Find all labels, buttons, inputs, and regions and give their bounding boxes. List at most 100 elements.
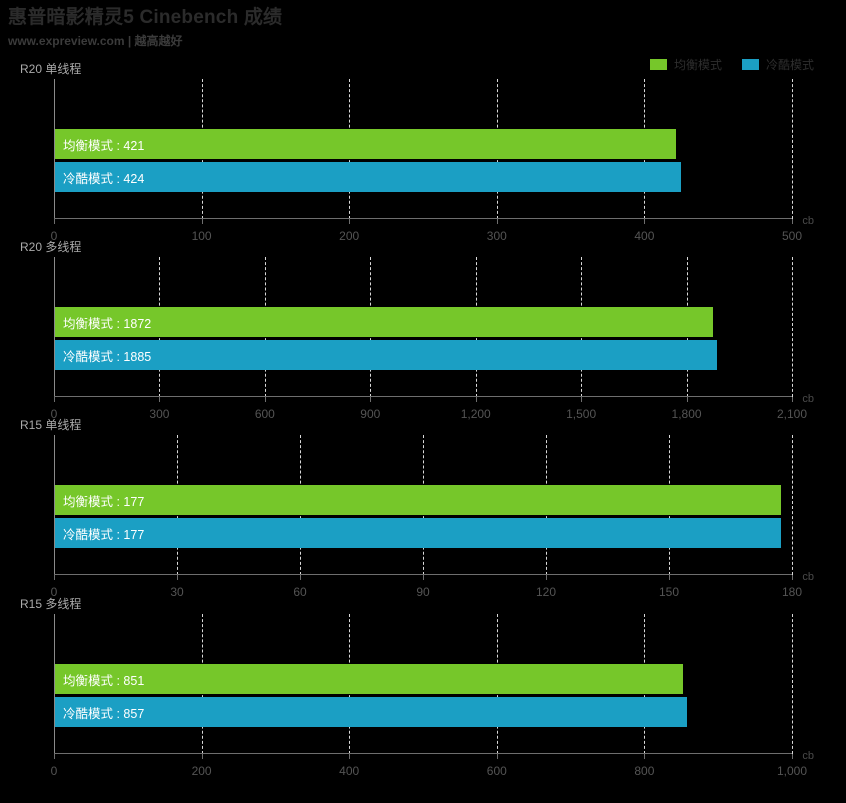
axis-tick — [792, 575, 793, 580]
axis-tick-label: 1,200 — [460, 407, 491, 421]
bar-value-label: 冷酷模式 : 424 — [63, 171, 145, 186]
axis-tick-label: 300 — [486, 229, 507, 243]
axis-unit-label: cb — [802, 215, 814, 227]
bar-value-label: 均衡模式 : 177 — [63, 494, 145, 509]
bar[interactable]: 冷酷模式 : 1885 — [55, 340, 718, 370]
gridline — [792, 257, 793, 397]
bar[interactable]: 冷酷模式 : 177 — [55, 518, 781, 548]
axis-unit-label: cb — [802, 571, 814, 583]
gridline — [792, 614, 793, 754]
page-title: 惠普暗影精灵5 Cinebench 成绩 — [8, 7, 283, 28]
plot-area: 0 100 200 300 400 500 cb 均衡模式 : 421 冷酷模式 : 424 — [51, 79, 814, 243]
axis-tick — [686, 397, 688, 402]
axis-tick-label: 120 — [535, 585, 557, 599]
bar[interactable]: 冷酷模式 : 857 — [55, 697, 688, 727]
axis-tick — [201, 754, 203, 759]
axis-tick-label: 300 — [149, 407, 170, 421]
axis-tick — [54, 754, 55, 759]
y-axis-line — [54, 435, 55, 575]
axis-tick-label: 1,500 — [566, 407, 597, 421]
axis-tick — [496, 754, 498, 759]
axis-unit-label: cb — [802, 750, 814, 762]
bar[interactable]: 冷酷模式 : 424 — [55, 162, 681, 192]
axis-unit-label: cb — [802, 393, 814, 405]
chart-section-title: R20 多线程 — [20, 240, 82, 254]
axis-tick — [349, 219, 351, 224]
axis-tick — [546, 575, 547, 580]
gridline — [792, 79, 793, 219]
y-axis-line — [54, 79, 55, 219]
axis-tick-label: 0 — [50, 764, 58, 778]
axis-tick — [423, 575, 424, 580]
axis-tick-label: 200 — [339, 229, 360, 243]
axis-tick-label: 1,800 — [671, 407, 702, 421]
x-axis-line — [54, 574, 792, 575]
axis-tick — [644, 754, 646, 759]
bar[interactable]: 均衡模式 : 1872 — [55, 307, 713, 337]
axis-tick-label: 0 — [50, 585, 58, 599]
bar[interactable]: 均衡模式 : 177 — [55, 485, 781, 515]
bar-value-label: 冷酷模式 : 857 — [63, 706, 145, 721]
axis-tick-label: 0 — [50, 229, 58, 243]
axis-tick — [792, 219, 793, 224]
bar-value-label: 冷酷模式 : 1885 — [63, 349, 152, 364]
legend-item[interactable]: 均衡模式 — [649, 56, 722, 73]
axis-tick-label: 30 — [170, 585, 184, 599]
axis-tick — [370, 397, 372, 402]
axis-tick-label: 600 — [486, 764, 507, 778]
y-axis-line — [54, 614, 55, 754]
chart-legend: 均衡模式 冷酷模式 — [649, 56, 814, 73]
axis-tick — [669, 575, 670, 580]
chart-section-title: R15 多线程 — [20, 597, 82, 611]
axis-tick-label: 800 — [634, 764, 655, 778]
bar[interactable]: 均衡模式 : 421 — [55, 129, 677, 159]
axis-tick — [177, 575, 178, 580]
chart-section-title: R15 单线程 — [20, 418, 82, 432]
axis-tick — [792, 397, 793, 402]
axis-tick — [300, 575, 301, 580]
bar-value-label: 均衡模式 : 851 — [63, 673, 145, 688]
gridline — [792, 435, 793, 575]
legend-swatch-icon — [649, 59, 667, 70]
axis-tick — [264, 397, 266, 402]
axis-tick — [496, 219, 498, 224]
legend-label: 均衡模式 — [673, 58, 722, 72]
bar[interactable]: 均衡模式 : 851 — [55, 664, 684, 694]
axis-tick-label: 100 — [191, 229, 212, 243]
x-axis-line — [54, 396, 792, 397]
axis-tick-label: 180 — [781, 585, 803, 599]
bar-value-label: 均衡模式 : 421 — [63, 138, 145, 153]
axis-tick — [475, 397, 477, 402]
x-axis-line — [54, 753, 792, 754]
x-axis-line — [54, 218, 792, 219]
axis-tick — [159, 397, 161, 402]
axis-tick-label: 2,100 — [776, 407, 808, 421]
axis-tick — [644, 219, 646, 224]
axis-tick-label: 900 — [360, 407, 381, 421]
axis-tick-label: 0 — [50, 407, 58, 421]
axis-tick — [54, 575, 55, 580]
page-subtitle: www.expreview.com | 越高越好 — [8, 34, 183, 48]
legend-item[interactable]: 冷酷模式 — [741, 56, 814, 73]
bar-value-label: 冷酷模式 : 177 — [63, 527, 145, 542]
axis-tick-label: 90 — [416, 585, 430, 599]
legend-label: 冷酷模式 — [765, 58, 814, 72]
plot-area: 0 200 400 600 800 1,000 cb 均衡模式 : 851 冷酷模式 : 857 — [51, 614, 814, 778]
axis-tick-label: 400 — [634, 229, 655, 243]
axis-tick-label: 1,000 — [776, 764, 808, 778]
bar-value-label: 均衡模式 : 1872 — [63, 316, 152, 331]
axis-tick — [349, 754, 351, 759]
axis-tick — [54, 397, 55, 402]
axis-tick — [54, 219, 55, 224]
axis-tick — [792, 754, 793, 759]
axis-tick-label: 200 — [191, 764, 212, 778]
axis-tick-label: 150 — [658, 585, 680, 599]
chart-section-title: R20 单线程 — [20, 62, 82, 76]
axis-tick — [581, 397, 583, 402]
legend-swatch-icon — [741, 59, 759, 70]
header: 惠普暗影精灵5 Cinebench 成绩 www.expreview.com |… — [8, 6, 282, 49]
axis-tick-label: 400 — [339, 764, 360, 778]
axis-tick-label: 500 — [781, 229, 803, 243]
